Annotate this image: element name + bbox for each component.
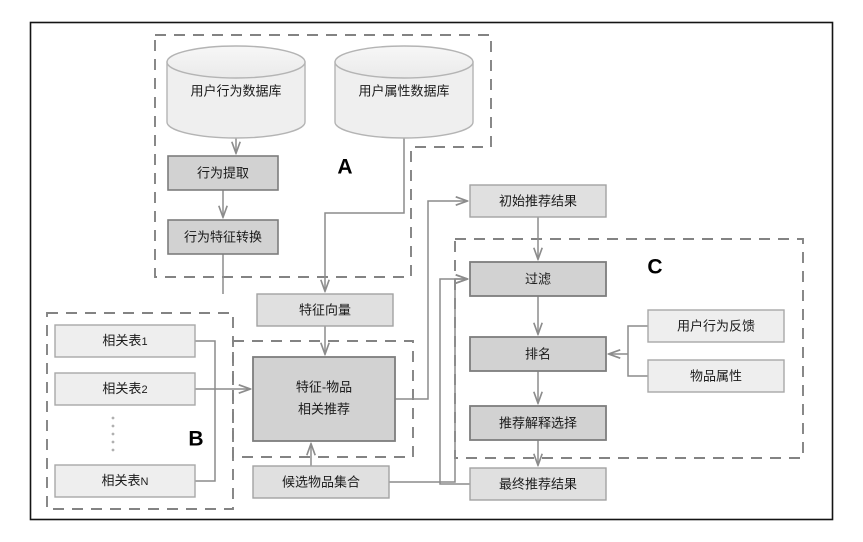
group-a-boundary [154,34,492,278]
node-ranking[interactable]: 排名 [469,336,607,372]
node-label: 推荐解释选择 [499,415,577,430]
node-final-recommend-result[interactable]: 最终推荐结果 [469,467,607,501]
edge-feedback-bus [627,325,648,354]
edge-recommend-to-initialresult [395,201,467,400]
edge-table1-bus [195,340,216,389]
node-label: 特征向量 [299,302,351,317]
svg-text:相关表2: 相关表2 [102,381,147,396]
node-label-sub: N [141,476,149,488]
node-user-attribute-db[interactable]: 用户属性数据库 [334,45,474,139]
node-related-table-n[interactable]: 相关表N [54,464,196,498]
node-filter[interactable]: 过滤 [469,261,607,297]
svg-text:相关表1: 相关表1 [102,333,147,348]
group-label-a: A [337,156,352,179]
node-label-sub: 2 [141,384,147,396]
node-label: 初始推荐结果 [499,193,577,208]
group-label-b: B [188,428,203,451]
node-related-table-2[interactable]: 相关表2 [54,372,196,406]
svg-text:相关表N: 相关表N [102,473,149,488]
node-label: 相关表 [102,381,141,396]
node-label: 用户行为数据库 [190,83,281,98]
node-label: 行为特征转换 [184,229,262,244]
node-behavior-feature-transform[interactable]: 行为特征转换 [167,219,279,255]
node-candidate-item-set[interactable]: 候选物品集合 [252,465,390,499]
node-behavior-extraction[interactable]: 行为提取 [167,155,279,191]
node-label-sub: 1 [141,336,147,348]
node-label: 用户行为反馈 [677,318,755,333]
node-label-line2: 相关推荐 [298,401,350,416]
node-label: 特征-物品 [296,379,352,394]
edge-final-to-filter-feedback [439,279,470,485]
node-related-table-1[interactable]: 相关表1 [54,324,196,358]
node-label: 候选物品集合 [282,474,360,489]
node-feature-vector[interactable]: 特征向量 [256,293,394,327]
group-b-boundary [46,312,234,510]
edge-tablen-bus [195,389,216,482]
node-label: 过滤 [525,271,551,286]
node-label: 排名 [525,346,551,361]
group-c-boundary [454,238,804,459]
node-label: 相关表 [102,333,141,348]
edge-attributedb-to-featurevector [325,138,405,291]
group-label-c: C [647,256,662,279]
node-label: 用户属性数据库 [358,83,449,98]
node-label: 物品属性 [690,368,742,383]
node-label: 行为提取 [197,165,249,180]
node-recommend-explanation-selection[interactable]: 推荐解释选择 [469,405,607,441]
node-feature-item-recommend[interactable]: 特征-物品 相关推荐 [252,356,396,442]
node-initial-recommend-result[interactable]: 初始推荐结果 [469,184,607,218]
edge-itemattr-bus [627,354,648,377]
node-label: 相关表 [102,473,141,488]
node-item-attribute[interactable]: 物品属性 [647,359,785,393]
node-user-behavior-db[interactable]: 用户行为数据库 [166,45,306,139]
related-tables-ellipsis [111,416,115,452]
node-label: 最终推荐结果 [499,476,577,491]
node-user-behavior-feedback[interactable]: 用户行为反馈 [647,309,785,343]
